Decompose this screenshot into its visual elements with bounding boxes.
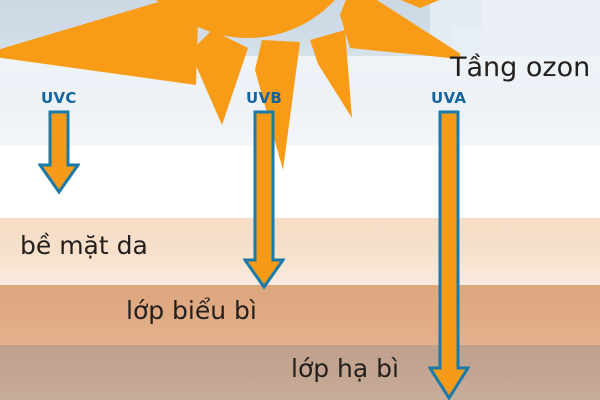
skin-layer-surface	[0, 218, 600, 285]
skin-layer-epidermis	[0, 285, 600, 345]
uvb-arrow	[243, 110, 285, 290]
skin-layer-dermis	[0, 345, 600, 400]
epidermis-label: lớp biểu bì	[126, 296, 257, 325]
ozone-layer-label: Tầng ozon	[450, 52, 591, 83]
ray-label-uvc: UVC	[41, 89, 77, 107]
ray-label-uva: UVA	[431, 89, 467, 107]
sky-step-block-b	[482, 0, 600, 56]
sky-band-lower	[0, 146, 600, 218]
uvc-arrow	[38, 110, 80, 195]
uva-arrow	[428, 110, 470, 400]
skin-surface-label: bề mặt da	[20, 231, 148, 260]
dermis-label: lớp hạ bì	[291, 354, 399, 383]
sun-icon	[0, 0, 470, 180]
ray-label-uvb: UVB	[246, 89, 283, 107]
